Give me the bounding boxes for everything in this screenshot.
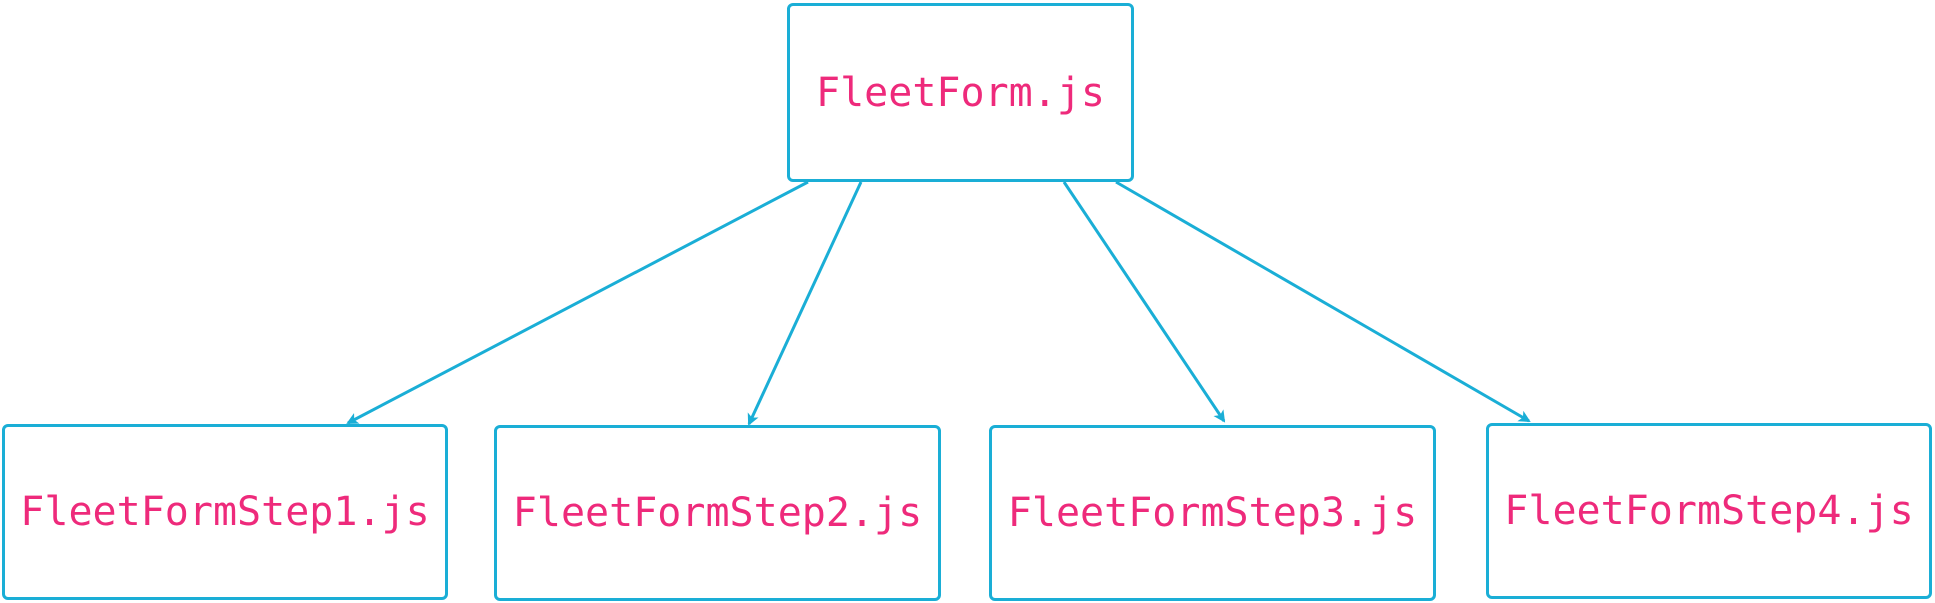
edge-root-to-step2: [747, 181, 863, 426]
node-fleetformstep1: FleetFormStep1.js: [2, 424, 448, 600]
node-label-fleetformstep1: FleetFormStep1.js: [20, 489, 430, 535]
node-fleetformstep3: FleetFormStep3.js: [989, 425, 1436, 601]
edge-root-to-step1: [346, 180, 809, 425]
edge-root-to-step3: [1062, 181, 1226, 423]
node-label-fleetformstep4: FleetFormStep4.js: [1504, 488, 1914, 534]
node-label-fleetform: FleetForm.js: [816, 69, 1105, 116]
node-fleetformstep2: FleetFormStep2.js: [494, 425, 941, 601]
edge-root-to-step4: [1115, 180, 1531, 423]
node-fleetform: FleetForm.js: [787, 3, 1134, 182]
node-label-fleetformstep3: FleetFormStep3.js: [1007, 490, 1418, 536]
node-label-fleetformstep2: FleetFormStep2.js: [512, 490, 923, 536]
node-fleetformstep4: FleetFormStep4.js: [1486, 423, 1932, 599]
